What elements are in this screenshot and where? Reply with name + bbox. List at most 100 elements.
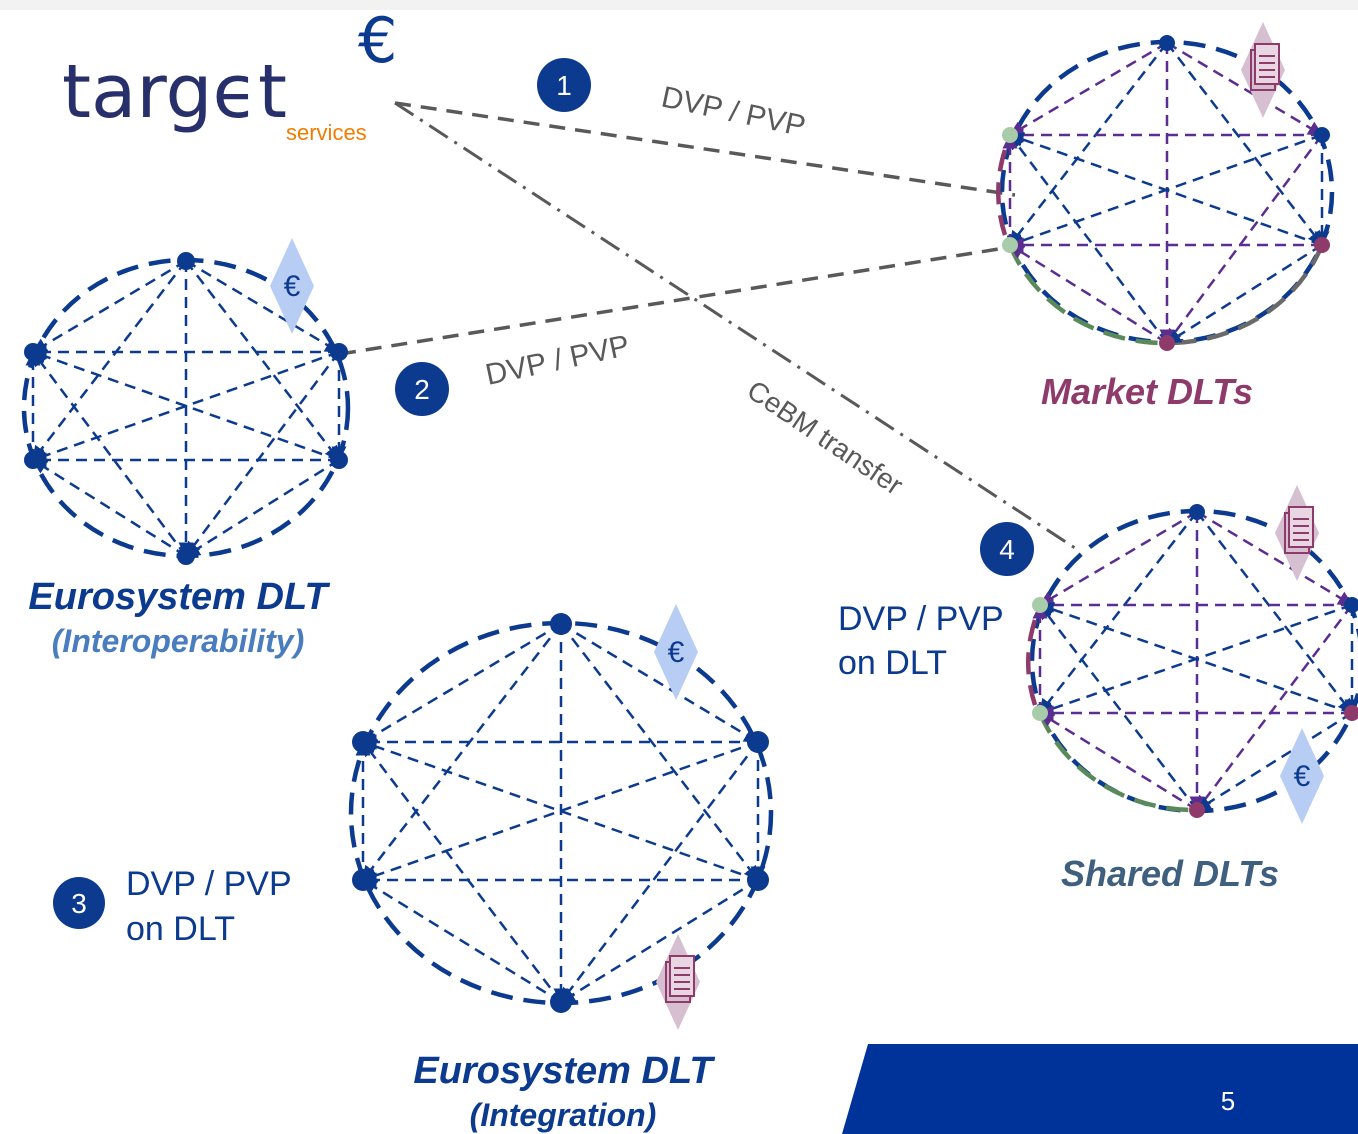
network-node	[1159, 335, 1175, 351]
title-eurosystem-integration: Eurosystem DLT	[413, 1050, 715, 1092]
network-link	[32, 350, 187, 557]
network-link	[361, 878, 562, 1004]
network-link	[1038, 510, 1198, 607]
network-node	[1189, 504, 1205, 520]
network-link	[1038, 602, 1353, 715]
network-node	[352, 869, 374, 891]
label-on-dlt-3-line1: DVP / PVP	[126, 865, 292, 903]
network-node	[24, 343, 42, 361]
network-link	[560, 622, 760, 744]
network-link	[32, 260, 187, 462]
network-node	[747, 731, 769, 753]
network-link	[560, 741, 759, 1004]
label-dvp-pvp-1: DVP / PVP	[659, 81, 809, 144]
network-market-dlts	[996, 35, 1335, 351]
network-link	[559, 878, 759, 1004]
network-link	[1009, 42, 1168, 247]
svg-text:1: 1	[556, 70, 572, 101]
link-cebm-transfer	[394, 101, 1076, 550]
document-token-icon	[1241, 22, 1285, 118]
svg-text:4: 4	[999, 534, 1015, 565]
network-node	[747, 869, 769, 891]
network-link	[1008, 132, 1323, 247]
network-link	[1165, 134, 1324, 345]
subtitle-integration: (Integration)	[470, 1097, 657, 1133]
euro-token-icon	[654, 604, 698, 700]
title-shared-dlts: Shared DLTs	[1061, 853, 1279, 894]
network-node	[550, 613, 572, 635]
badge-3: 3	[53, 877, 105, 929]
network-node	[1002, 237, 1018, 253]
network-link	[1166, 42, 1323, 247]
label-on-dlt-4-line2: on DLT	[838, 644, 947, 682]
network-node	[352, 731, 374, 753]
footer-band	[842, 1044, 1358, 1134]
network-link	[361, 739, 759, 882]
network-boundary-arc	[1037, 712, 1198, 813]
network-link	[185, 259, 341, 354]
network-link	[31, 259, 187, 354]
network-link	[362, 740, 562, 1003]
euro-token-icon	[270, 238, 314, 334]
network-link	[185, 260, 340, 462]
svg-text:2: 2	[414, 374, 430, 405]
network-link	[1195, 711, 1353, 812]
network-node	[1189, 802, 1205, 818]
svg-text:3: 3	[71, 888, 87, 919]
network-link	[31, 458, 187, 558]
network-shared-dlts	[1026, 504, 1358, 818]
badge-1: 1	[537, 58, 591, 112]
title-eurosystem-interop: Eurosystem DLT	[28, 576, 330, 618]
network-boundary-arc	[1166, 244, 1325, 346]
network-eurosystem-interoperability	[21, 252, 351, 565]
page-number: 5	[1221, 1086, 1235, 1116]
badge-4: 4	[980, 522, 1034, 576]
network-node	[1344, 597, 1358, 613]
network-link	[1166, 41, 1324, 137]
network-node	[330, 343, 348, 361]
network-link	[1008, 41, 1168, 137]
network-link	[1039, 603, 1198, 811]
logo-sub: services	[286, 120, 367, 145]
network-node	[1314, 127, 1330, 143]
network-link	[1039, 511, 1198, 715]
network-node	[1344, 705, 1358, 721]
network-node	[550, 991, 572, 1013]
network-node	[1032, 597, 1048, 613]
top-bar	[0, 0, 1358, 10]
network-node	[1314, 237, 1330, 253]
network-link	[1196, 511, 1353, 715]
inter-network-links	[339, 101, 1076, 550]
network-node	[1032, 705, 1048, 721]
network-node	[177, 547, 195, 565]
document-token-icon	[656, 934, 700, 1030]
badge-2: 2	[395, 362, 449, 416]
network-link	[1038, 711, 1198, 812]
network-link	[361, 740, 759, 883]
label-on-dlt-3-line2: on DLT	[126, 910, 235, 948]
network-node	[330, 451, 348, 469]
network-boundary-arc	[1007, 244, 1168, 346]
network-node	[1002, 127, 1018, 143]
network-node	[1159, 35, 1175, 51]
label-dvp-pvp-2: DVP / PVP	[483, 329, 633, 392]
logo-word: targϵt	[62, 49, 287, 135]
euro-token-icon	[1280, 728, 1324, 824]
subtitle-interoperability: (Interoperability)	[52, 623, 304, 659]
network-boundary-arc	[996, 149, 1008, 236]
label-cebm-transfer: CeBM transfer	[742, 374, 909, 501]
logo-euro-mark: €	[358, 4, 397, 77]
label-on-dlt-4-line1: DVP / PVP	[838, 600, 1004, 638]
network-link	[361, 622, 562, 744]
network-link	[1009, 133, 1168, 344]
network-node	[177, 252, 195, 270]
network-link	[1165, 243, 1323, 345]
network-link	[1008, 243, 1168, 345]
link-2-dvp-pvp	[339, 246, 1006, 356]
network-link	[184, 458, 340, 558]
title-market-dlts: Market DLTs	[1041, 371, 1253, 412]
network-boundary-arc	[1026, 619, 1038, 706]
link-1-dvp-pvp	[394, 101, 1016, 197]
network-node	[24, 451, 42, 469]
